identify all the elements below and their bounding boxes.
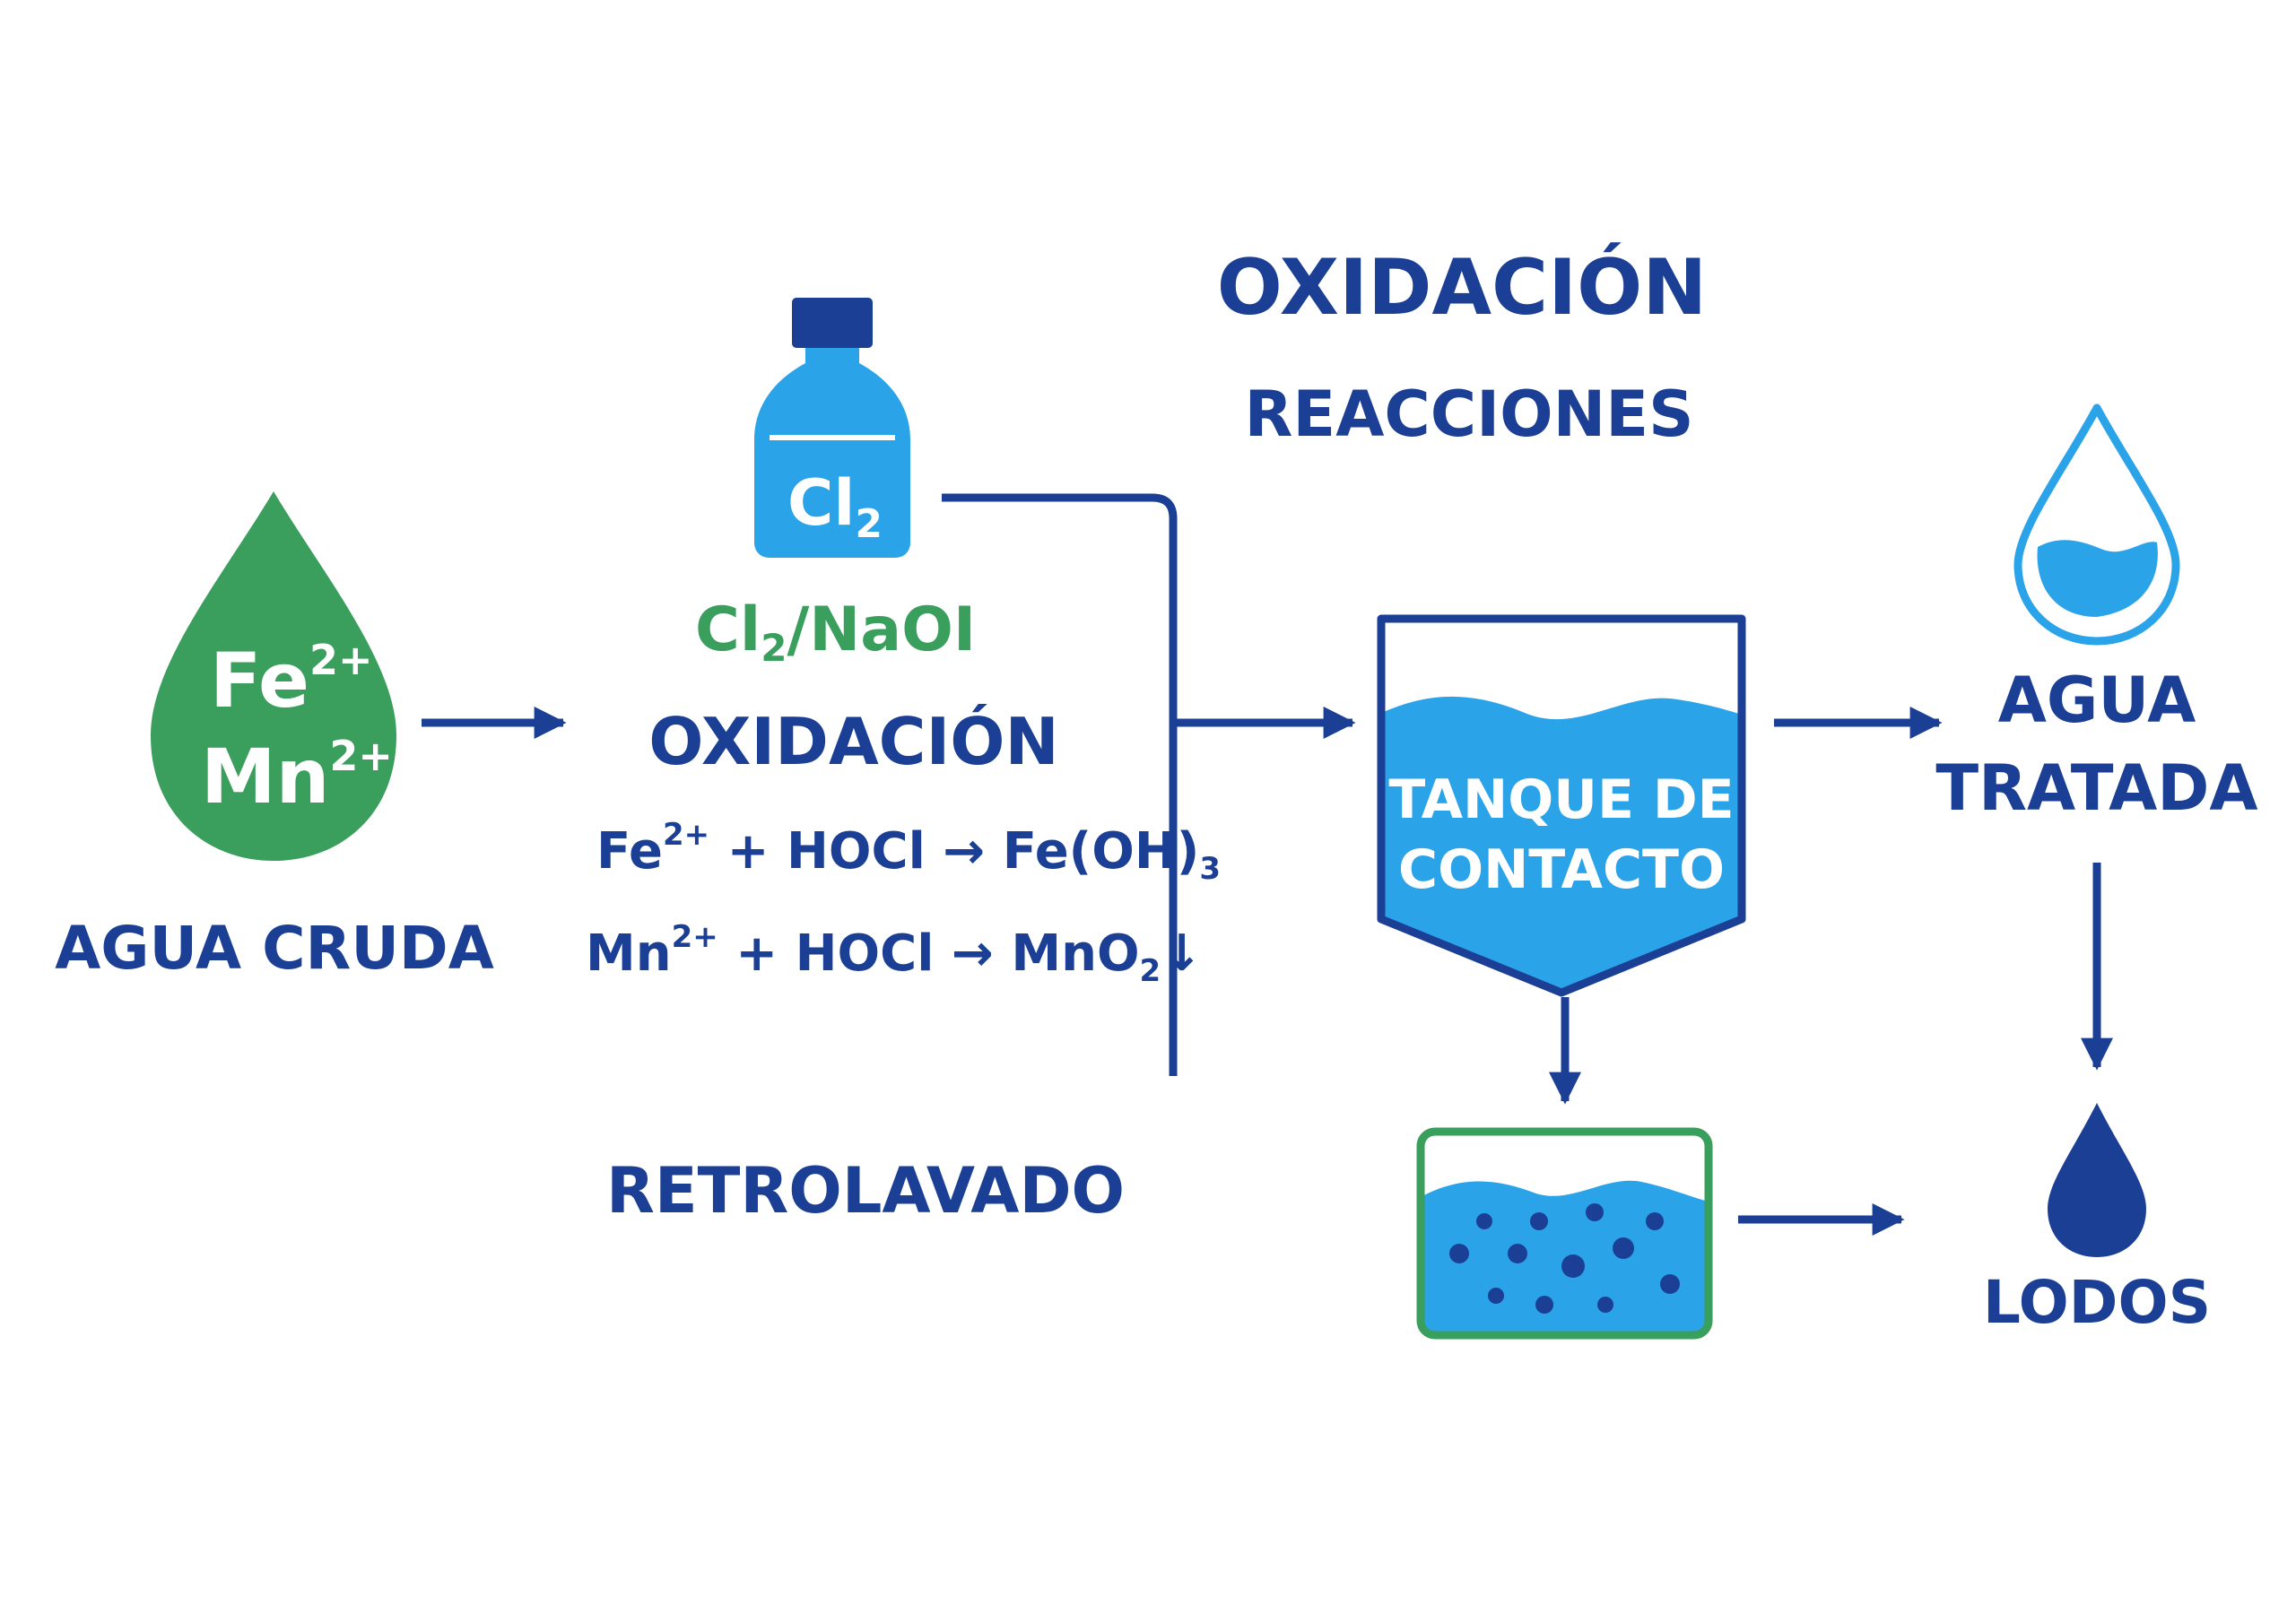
treated-label-line1: AGUA xyxy=(1998,664,2196,737)
ion-fe: Fe2+ xyxy=(210,636,373,725)
raw-water-label: AGUA CRUDA xyxy=(55,914,494,983)
sludge-label: LODOS xyxy=(1983,1268,2211,1337)
equation-mn: Mn2+ + HOCl → MnO2↓ xyxy=(586,919,1203,989)
oxidation-heading: OXIDACIÓN xyxy=(648,704,1059,779)
drop-icon xyxy=(151,491,396,861)
treated-label-line2: TRATADA xyxy=(1935,751,2257,825)
sediment-basin-icon xyxy=(1416,1127,1713,1340)
water-drop-outline-icon xyxy=(2013,404,2180,646)
equation-fe: Fe2+ + HOCl → Fe(OH)3 xyxy=(596,817,1221,887)
header-title: OXIDACIÓN xyxy=(1217,242,1708,333)
tank-icon xyxy=(1377,614,1746,997)
sludge-drop-icon xyxy=(2048,1103,2146,1257)
bottle-symbol: Cl2 xyxy=(787,466,883,547)
header-subtitle: REACCIONES xyxy=(1244,378,1693,451)
tank-label-line1: TANQUE DE xyxy=(1388,768,1734,831)
tank-label-line2: CONTACTO xyxy=(1398,838,1725,901)
oxidant-label: Cl2/NaOI xyxy=(695,595,976,670)
backwash-label: RETROLAVADO xyxy=(606,1154,1125,1228)
chlorine-feed-line xyxy=(942,493,1178,1076)
ion-mn: Mn2+ xyxy=(201,732,393,820)
bottle-icon xyxy=(754,298,910,558)
